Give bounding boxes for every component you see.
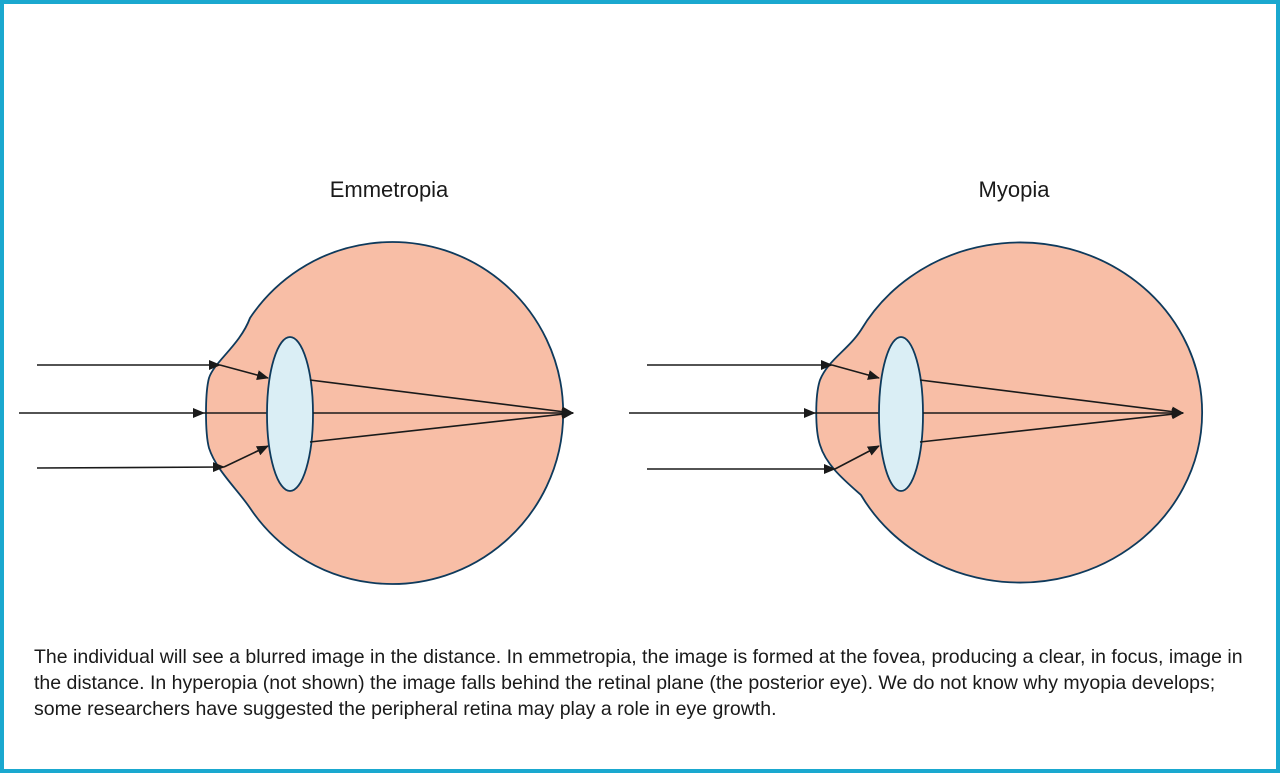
emmetropia-title: Emmetropia — [330, 177, 449, 202]
myopia-panel: Myopia — [629, 177, 1202, 583]
myopia-title: Myopia — [979, 177, 1051, 202]
myopia-lens — [879, 337, 923, 491]
figure-caption: The individual will see a blurred image … — [34, 644, 1249, 722]
emmetropia-lens — [267, 337, 313, 491]
emmetropia-panel: Emmetropia — [19, 177, 573, 584]
emmetropia-ray-bottom-incoming — [37, 467, 224, 468]
